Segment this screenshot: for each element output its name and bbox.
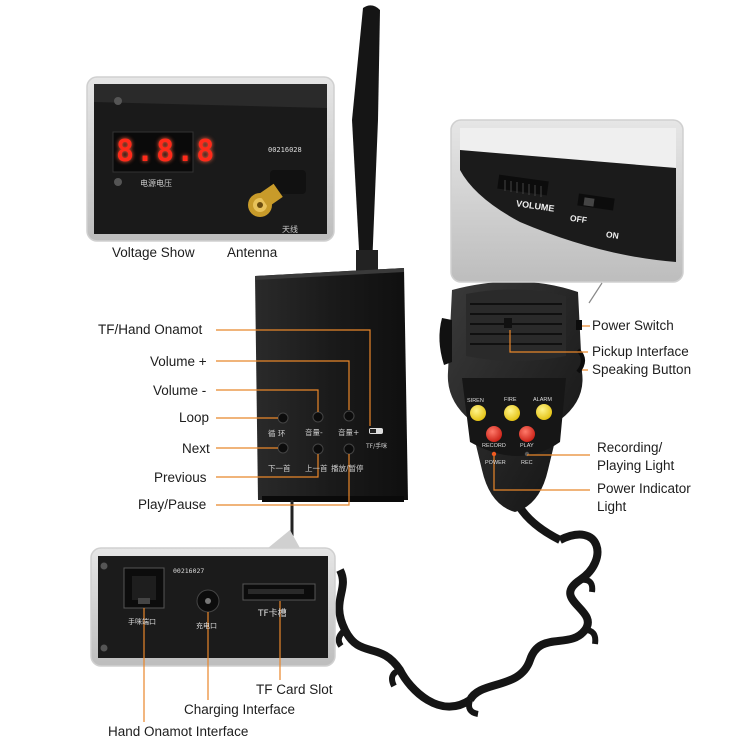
serial-number-bottom: 00216027 — [173, 567, 205, 575]
label-tf-hand-onamot: TF/Hand Onamot — [98, 322, 203, 337]
switch-label-tf-mic: TF/手咪 — [366, 443, 388, 450]
antenna-rod — [352, 5, 380, 272]
label-antenna: Antenna — [227, 245, 278, 260]
tf-card-port — [242, 583, 316, 601]
port-label-charging: 充电口 — [196, 622, 217, 630]
main-device-body — [255, 268, 408, 502]
hand-mic-port — [123, 567, 165, 609]
port-label-hand-mic: 手咪端口 — [128, 618, 156, 626]
serial-number-top: 00216028 — [268, 146, 302, 154]
label-play-pause: Play/Pause — [138, 497, 207, 512]
label-power-indicator-light-2: Light — [597, 499, 627, 514]
label-pickup-interface: Pickup Interface — [592, 344, 689, 359]
leader-lines — [143, 282, 603, 722]
coiled-cord — [335, 488, 602, 717]
label-power-switch: Power Switch — [592, 318, 674, 333]
label-volume-plus: Volume + — [150, 354, 207, 369]
charging-port — [196, 589, 220, 613]
label-previous: Previous — [154, 470, 207, 485]
mic-label-power: POWER — [485, 460, 506, 466]
mic-label-siren: SIREN — [467, 398, 484, 404]
button-label-previous: 上一首 — [305, 464, 328, 473]
voltage-caption: 电源电压 — [140, 179, 172, 188]
label-next: Next — [182, 441, 210, 456]
mic-label-play: PLAY — [520, 443, 534, 449]
button-label-next: 下一首 — [268, 464, 291, 473]
label-power-indicator-light-1: Power Indicator — [597, 481, 691, 496]
label-loop: Loop — [179, 410, 210, 425]
label-recording-playing-light-1: Recording/ — [597, 440, 663, 455]
mic-label-alarm: ALARM — [533, 397, 552, 403]
inset-ports — [90, 547, 336, 667]
inset-power-switch — [450, 119, 684, 283]
label-charging-interface: Charging Interface — [184, 702, 296, 717]
label-speaking-button: Speaking Button — [592, 362, 692, 377]
antenna-connector — [248, 170, 306, 217]
label-hand-onamot-interface: Hand Onamot Interface — [108, 724, 249, 739]
antenna-caption: 天线 — [282, 225, 298, 234]
inset-voltage-antenna — [86, 76, 335, 242]
mic-label-rec: REC — [521, 460, 533, 466]
button-label-play-pause: 播放/暂停 — [331, 464, 364, 473]
switch-label-on: ON — [605, 229, 620, 241]
label-volume-minus: Volume - — [153, 383, 207, 398]
port-label-tf-card: TF卡槽 — [258, 609, 287, 619]
inset-pointer — [268, 530, 300, 548]
mic-label-record: RECORD — [482, 443, 506, 449]
label-tf-card-slot: TF Card Slot — [256, 682, 333, 697]
switch-label-off: OFF — [569, 212, 588, 226]
button-label-volume-minus: 音量- — [305, 428, 323, 437]
label-recording-playing-light-2: Playing Light — [597, 458, 675, 473]
button-label-volume-plus: 音量+ — [338, 428, 360, 437]
hand-microphone — [439, 281, 585, 512]
mic-label-fire: FIRE — [504, 397, 517, 403]
voltage-display: 8.8.8 — [116, 134, 217, 169]
button-label-loop: 循 环 — [268, 429, 286, 438]
label-voltage-show: Voltage Show — [112, 245, 195, 260]
